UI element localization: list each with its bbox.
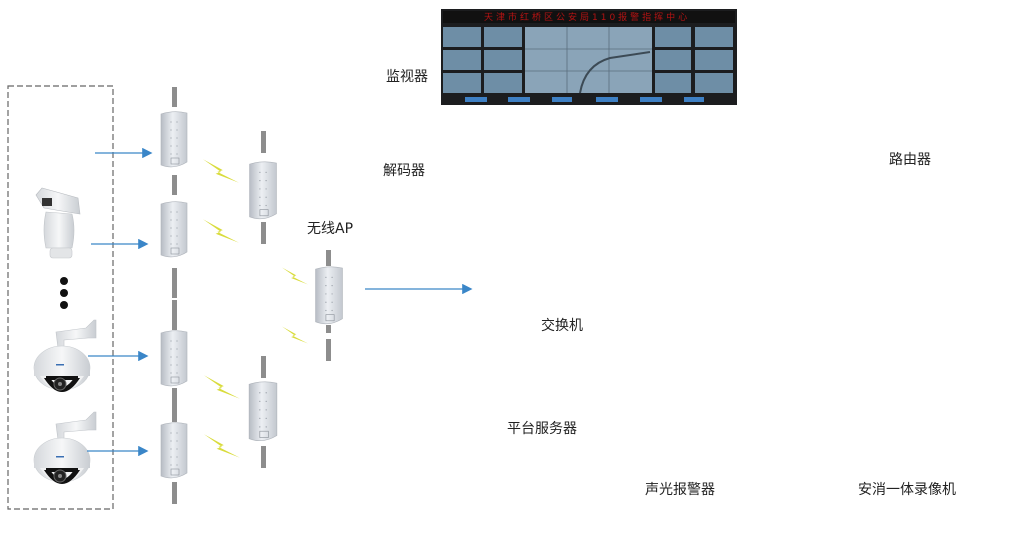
lightning-icon — [204, 434, 240, 458]
pole-ap — [326, 250, 331, 361]
platform-server-label: 平台服务器 — [507, 421, 577, 437]
camera-group-box — [7, 85, 114, 510]
nvr-label: 安消一体录像机 — [858, 482, 956, 498]
pole-column-1 — [172, 87, 177, 504]
video-wall-icon — [441, 9, 737, 105]
wireless-ap-icon — [315, 266, 343, 325]
wireless-bridge-icon — [160, 422, 188, 479]
decoder-label: 解码器 — [383, 163, 425, 179]
wireless-bridge-icon — [160, 111, 188, 168]
alarm-label: 声光报警器 — [645, 482, 715, 498]
dome-camera-icon — [33, 319, 97, 393]
lightning-icon — [204, 375, 240, 399]
ptz-camera-icon — [35, 187, 81, 259]
wireless-ap-label: 无线AP — [307, 221, 354, 237]
camera-to-bridge-arrows — [87, 147, 473, 457]
more-cameras-dots — [60, 277, 68, 309]
video-wall-banner: 天津市红桥区公安局110报警指挥中心 — [484, 13, 691, 23]
router-label: 路由器 — [889, 152, 931, 168]
switch-label: 交换机 — [541, 318, 583, 334]
lightning-icon — [203, 159, 239, 183]
lightning-icon — [282, 267, 308, 285]
wireless-bridge-icon — [249, 161, 277, 220]
wireless-bridge-icon — [160, 330, 188, 387]
monitor-label: 监视器 — [386, 69, 428, 85]
lightning-icon — [282, 326, 308, 344]
wireless-bridge-icon — [248, 381, 278, 442]
pole-column-2 — [261, 131, 266, 468]
dome-camera-icon — [33, 411, 97, 485]
wireless-bridge-icon — [160, 201, 188, 258]
lightning-icon — [203, 219, 239, 243]
